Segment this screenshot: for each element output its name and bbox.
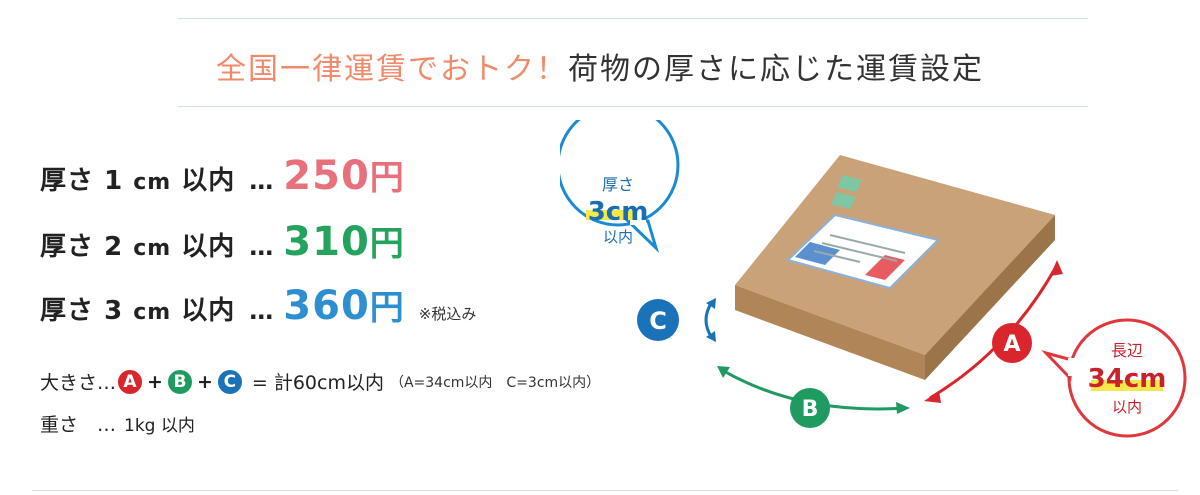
rate-label: 厚さ 2 cm 以内 [40,232,236,262]
length-value: 34cm [1088,364,1167,394]
headline-divider [178,106,1088,107]
thickness-suffix: 以内 [603,228,633,246]
shipping-label [786,213,940,290]
rate-row-1cm: 厚さ 1 cm 以内 … 250円 [40,150,405,200]
plus-sign: + [196,370,213,393]
rate-dots: … [249,297,274,325]
rate-dots: … [249,167,274,195]
size-limit-line: 大きさ… A + B + C = 計60cm以内 （A=34cm以内 C=3cm… [40,368,600,395]
dimension-a-arrow: A [924,260,1063,403]
dimension-c-badge: C [217,369,242,394]
size-label: 大きさ… [40,372,117,394]
page-headline: 全国一律運賃でおトク！荷物の厚さに応じた運賃設定 [0,44,1200,88]
headline-accent: 全国一律運賃でおトク！ [216,52,568,87]
rate-label: 厚さ 3 cm 以内 [40,296,236,326]
dimension-c-marker: C [637,298,716,342]
length-title: 長辺 [1111,341,1143,360]
rate-price-360: 360円 [283,283,405,329]
dimension-a-badge: A [118,369,143,394]
weight-limit-line: 重さ … 1kg 以内 [40,410,195,437]
dimension-c-label: C [649,307,667,335]
thickness-value: 3cm [588,197,649,227]
weight-value: 1kg 以内 [124,416,195,436]
thickness-callout: 厚さ 3cm 以内 [560,120,680,254]
top-divider [178,18,1088,19]
plus-sign: + [147,370,163,393]
package-illustration: A B C 厚さ 3cm 以内 長辺 34cm 以内 [560,120,1187,438]
size-note: （A=34cm以内 C=3cm以内） [389,374,601,391]
thickness-title: 厚さ [602,175,634,194]
rate-dots: … [249,233,274,261]
dimension-a-label: A [1003,332,1020,357]
rate-price-250: 250円 [283,153,405,199]
rate-row-3cm: 厚さ 3 cm 以内 … 360円 ※税込み [40,280,476,330]
rate-row-2cm: 厚さ 2 cm 以内 … 310円 [40,216,405,266]
dimension-b-arrow: B [717,366,910,428]
weight-label: 重さ … [40,414,117,436]
size-total: = 計60cm以内 [251,372,384,394]
rate-price-310: 310円 [283,219,405,265]
tax-note: ※税込み [418,305,477,323]
length-callout: 長辺 34cm 以内 [1041,318,1187,438]
rate-label: 厚さ 1 cm 以内 [40,166,236,196]
headline-text: 荷物の厚さに応じた運賃設定 [568,52,984,87]
dimension-b-label: B [802,397,819,422]
package-box [735,155,1055,380]
bottom-divider [32,490,1178,491]
length-suffix: 以内 [1112,398,1142,416]
dimension-b-badge: B [167,369,192,394]
